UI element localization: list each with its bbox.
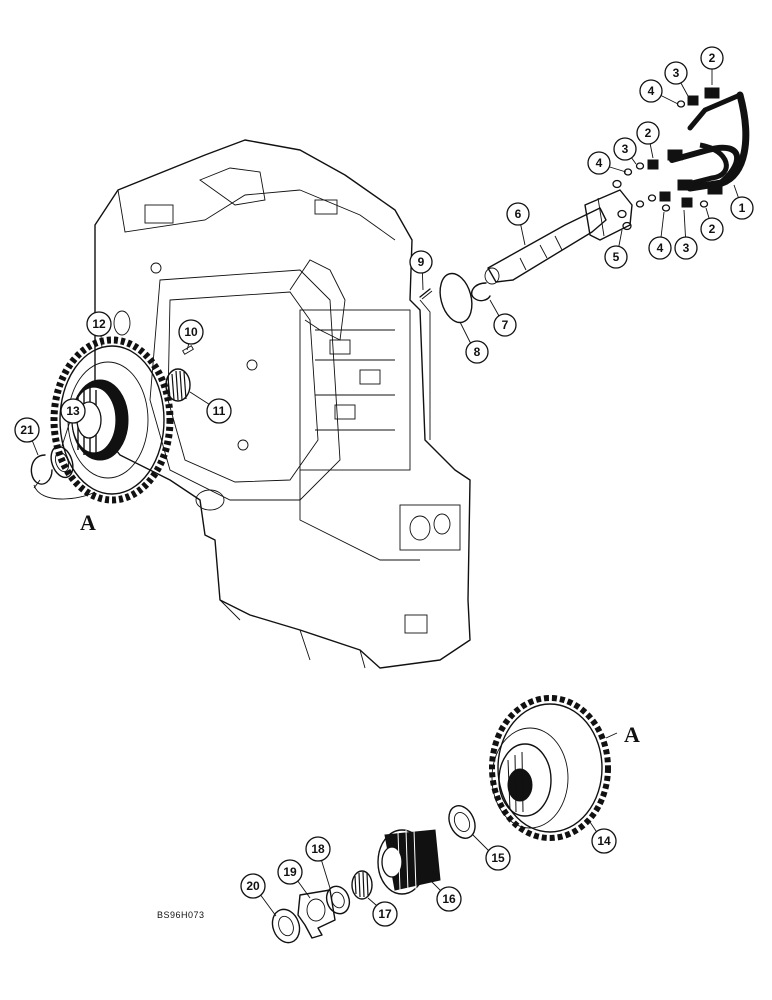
callout-number: 2 xyxy=(645,126,652,140)
callout-number: 4 xyxy=(648,84,655,98)
callout-7: 7 xyxy=(493,313,517,337)
callout-number: 10 xyxy=(184,325,198,339)
callout-2c: 2 xyxy=(700,217,724,241)
thrust-washer xyxy=(50,445,74,479)
callout-12: 12 xyxy=(86,311,112,337)
callout-3c: 3 xyxy=(674,236,698,260)
callout-number: 11 xyxy=(213,404,226,418)
callout-number: 19 xyxy=(283,865,297,879)
callout-21: 21 xyxy=(14,417,40,443)
callout-number: 7 xyxy=(502,318,509,332)
callout-1: 1 xyxy=(730,196,754,220)
callout-number: 2 xyxy=(709,51,716,65)
callout-4c: 4 xyxy=(648,236,672,260)
callout-number: 17 xyxy=(378,907,392,921)
callout-number: 3 xyxy=(673,66,680,80)
thrust-washer-lower xyxy=(448,805,476,839)
callout-3b: 3 xyxy=(613,137,637,161)
pinion-gear xyxy=(377,829,441,895)
callout-14: 14 xyxy=(591,828,617,854)
callout-18: 18 xyxy=(305,836,331,862)
callout-number: 4 xyxy=(596,156,603,170)
section-letter-a-upper: A xyxy=(80,510,96,535)
callout-9: 9 xyxy=(409,250,433,274)
transmission-housing xyxy=(94,139,471,669)
callout-11: 11 xyxy=(206,398,232,424)
callout-6: 6 xyxy=(506,202,530,226)
bearing-upper xyxy=(165,345,194,402)
spacer-washer xyxy=(325,885,351,915)
callout-number: 20 xyxy=(246,879,260,893)
tabbed-washer xyxy=(297,889,336,939)
callout-17: 17 xyxy=(372,901,398,927)
callout-number: 6 xyxy=(515,207,522,221)
callout-number: 5 xyxy=(613,250,620,264)
callout-2b: 2 xyxy=(636,121,660,145)
figure-code: BS96H073 xyxy=(157,910,205,920)
section-letter-a-lower: A xyxy=(624,722,640,747)
callouts: 1 2 3 4 2 3 4 2 3 4 5 6 7 8 9 10 11 12 1… xyxy=(14,46,754,927)
callout-number: 1 xyxy=(739,201,746,215)
callout-number: 13 xyxy=(66,404,80,418)
callout-number: 4 xyxy=(657,241,664,255)
callout-number: 12 xyxy=(92,317,106,331)
seal-ring xyxy=(439,272,473,324)
callout-number: 21 xyxy=(20,423,34,437)
bearing-lower xyxy=(351,870,373,900)
callout-16: 16 xyxy=(436,886,462,912)
callout-number: 18 xyxy=(311,842,325,856)
leader-lines xyxy=(27,65,742,917)
callout-number: 8 xyxy=(474,345,481,359)
callout-15: 15 xyxy=(485,845,511,871)
roll-pin xyxy=(419,288,433,300)
callout-number: 2 xyxy=(709,222,716,236)
callout-13: 13 xyxy=(60,398,86,424)
callout-2a: 2 xyxy=(700,46,724,70)
shaft xyxy=(484,189,633,285)
callout-10: 10 xyxy=(178,319,204,345)
callout-3a: 3 xyxy=(664,61,688,85)
retaining-ring xyxy=(30,454,53,489)
callout-number: 16 xyxy=(442,892,456,906)
callout-number: 3 xyxy=(683,241,690,255)
callout-4a: 4 xyxy=(639,79,663,103)
callout-number: 3 xyxy=(622,142,629,156)
callout-19: 19 xyxy=(277,859,303,885)
washer-bottom xyxy=(271,908,301,944)
callout-number: 15 xyxy=(491,851,505,865)
hydraulic-tubes xyxy=(669,91,750,192)
callout-8: 8 xyxy=(465,340,489,364)
fittings xyxy=(612,87,723,231)
callout-5: 5 xyxy=(604,245,628,269)
callout-4b: 4 xyxy=(587,151,611,175)
clutch-drum xyxy=(489,695,611,841)
callout-number: 9 xyxy=(418,255,425,269)
callout-20: 20 xyxy=(240,873,266,899)
callout-number: 14 xyxy=(597,834,611,848)
leader-a xyxy=(33,484,96,500)
snap-ring xyxy=(470,282,491,302)
